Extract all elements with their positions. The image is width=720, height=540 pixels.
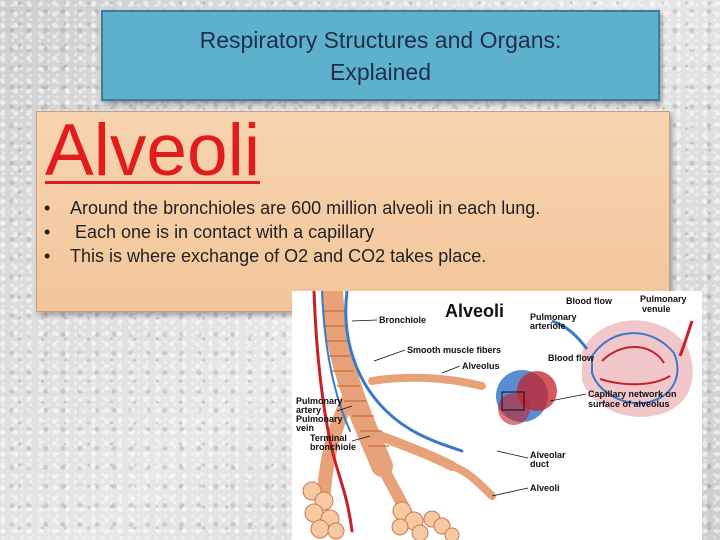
label-pulmonary-artery-1: Pulmonary bbox=[296, 396, 343, 406]
bullet-text: Each one is in contact with a capillary bbox=[70, 222, 375, 242]
label-terminal-1: Terminal bbox=[310, 433, 347, 443]
bullet-item: • Each one is in contact with a capillar… bbox=[44, 220, 664, 244]
alveoli-illustration: Alveoli Bronchiole Smooth muscle fibers … bbox=[296, 291, 694, 540]
label-pulmonary-artery-2: artery bbox=[296, 405, 321, 415]
label-pulmonary-vein-1: Pulmonary bbox=[296, 414, 343, 424]
enlarged-alveolus bbox=[551, 319, 694, 417]
slide-title-line-2: Explained bbox=[329, 58, 432, 85]
label-capillary-1: Capillary network on bbox=[588, 389, 677, 399]
label-blood-flow-mid: Blood flow bbox=[548, 353, 595, 363]
bronchiole-tree bbox=[317, 291, 496, 527]
figure-title: Alveoli bbox=[445, 301, 504, 321]
label-alveolus: Alveolus bbox=[462, 361, 500, 371]
label-bronchiole: Bronchiole bbox=[379, 315, 426, 325]
bullet-item: • This is where exchange of O2 and CO2 t… bbox=[44, 244, 664, 268]
bullet-text: This is where exchange of O2 and CO2 tak… bbox=[70, 246, 487, 266]
capillary-cluster bbox=[496, 370, 557, 425]
bullet-list: • Around the bronchioles are 600 million… bbox=[44, 196, 664, 268]
content-box bbox=[36, 111, 670, 312]
airway-rings bbox=[322, 310, 389, 447]
bullet-marker: • bbox=[44, 198, 51, 218]
label-pulmonary-vein-2: vein bbox=[296, 423, 314, 433]
title-box: Respiratory Structures and Organs: Expla… bbox=[101, 10, 660, 101]
bullet-marker: • bbox=[44, 222, 51, 242]
alveoli-diagram: Alveoli Bronchiole Smooth muscle fibers … bbox=[292, 291, 702, 540]
label-pulmonary-venule-1: Pulmonary bbox=[640, 294, 687, 304]
pulmonary-vessels bbox=[312, 291, 464, 533]
label-alveolar-duct-2: duct bbox=[530, 459, 549, 469]
alveoli-heading: Alveoli bbox=[45, 110, 261, 191]
bullet-marker: • bbox=[44, 246, 51, 266]
label-pulmonary-venule-2: venule bbox=[642, 304, 671, 314]
slide-title-line-1: Respiratory Structures and Organs: bbox=[199, 26, 562, 53]
label-capillary-2: surface of alveolus bbox=[588, 399, 670, 409]
alveolar-sacs bbox=[302, 481, 460, 540]
label-alveolar-duct-1: Alveolar bbox=[530, 450, 566, 460]
bullet-item: • Around the bronchioles are 600 million… bbox=[44, 196, 664, 220]
label-terminal-2: bronchiole bbox=[310, 442, 356, 452]
label-alveoli-bottom: Alveoli bbox=[530, 483, 560, 493]
label-blood-flow-top: Blood flow bbox=[566, 296, 613, 306]
label-pulmonary-arteriole-2: arteriole bbox=[530, 321, 566, 331]
label-pulmonary-arteriole-1: Pulmonary bbox=[530, 312, 577, 322]
bullet-text: Around the bronchioles are 600 million a… bbox=[70, 198, 541, 218]
leader-lines bbox=[336, 319, 587, 497]
label-smooth-muscle: Smooth muscle fibers bbox=[407, 345, 501, 355]
zoom-box bbox=[501, 391, 525, 411]
